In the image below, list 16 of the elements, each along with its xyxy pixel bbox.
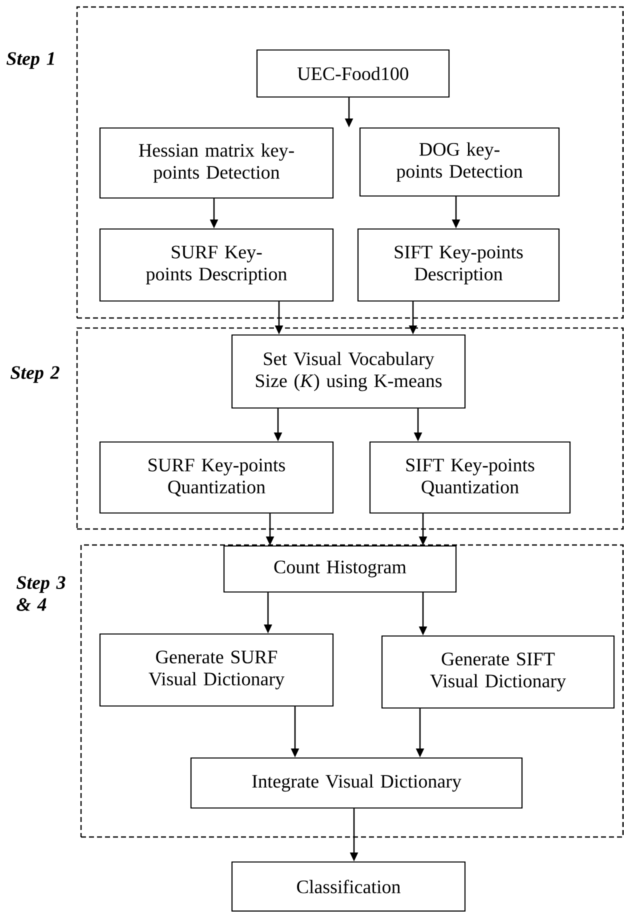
step-label: Step 2 xyxy=(10,366,60,383)
process-box: SIFT Key-points Description xyxy=(357,228,560,302)
process-box: Integrate Visual Dictionary xyxy=(190,757,523,809)
step-label: Step 3 & 4 xyxy=(16,576,66,611)
process-box: SURF Key-points Quantization xyxy=(99,441,334,514)
process-box: Generate SIFT Visual Dictionary xyxy=(381,635,615,709)
step-label: Step 1 xyxy=(6,52,54,69)
process-box: Classification xyxy=(231,861,466,912)
process-box: Generate SURF Visual Dictionary xyxy=(99,633,334,707)
process-box: DOG key-points Detection xyxy=(359,127,560,197)
process-box: Set Visual Vocabulary Size (K) using K-means xyxy=(231,334,466,409)
process-box: SIFT Key-points Quantization xyxy=(369,441,571,514)
process-box: Count Histogram xyxy=(223,545,457,593)
process-box: UEC-Food100 xyxy=(256,49,450,98)
process-box: Hessian matrix key-points Detection xyxy=(99,127,334,199)
process-box: SURF Key-points Description xyxy=(99,228,334,302)
